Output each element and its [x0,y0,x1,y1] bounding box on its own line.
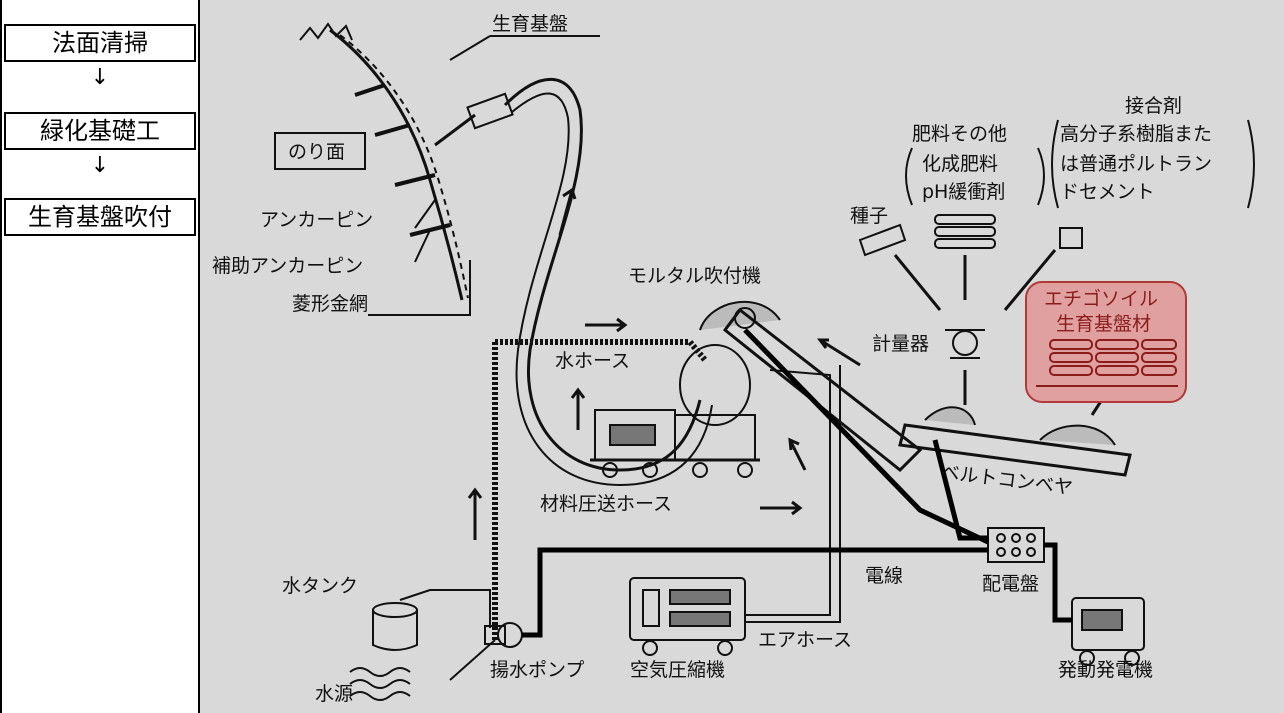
label-water-tank: 水タンク [282,575,358,597]
label-binder-title: 接合剤 [1125,95,1182,117]
label-water-source: 水源 [315,683,353,705]
flow-arrow-1: ↓ [90,65,110,90]
label-scale: 計量器 [872,333,929,355]
water-hose-line [495,339,708,362]
scale-icon [952,330,978,356]
label-anchor-pin: アンカーピン [260,209,373,231]
flow-arrow-2: ↓ [90,153,110,178]
spray-nozzle [466,92,514,130]
vegetation-icon [299,22,353,41]
label-highlight-1: エチゴソイル [1044,288,1158,310]
label-binder-3: ドセメント [1060,181,1155,203]
label-growth-base: 生育基盤 [492,13,568,35]
growth-base-layer [339,34,469,299]
label-mortar-sprayer: モルタル吹付機 [628,265,761,287]
mortar-mixer [679,344,751,426]
label-aux-anchor-pin: 補助アンカーピン [212,255,363,277]
label-fertilizer-1: 肥料その他 [912,123,1007,145]
label-cable: 電線 [865,565,903,587]
label-binder-2: は普通ポルトラン [1060,153,1212,175]
label-fertilizer-3: pH緩衝剤 [922,181,1005,203]
material-hose [503,77,702,472]
incline-conveyor [722,307,923,473]
label-wire-mesh: 菱形金網 [292,293,368,315]
label-material-hose: 材料圧送ホース [540,493,672,515]
flat-belt-conveyor [898,423,1132,477]
label-switchboard: 配電盤 [982,573,1039,595]
power-cable [522,547,988,638]
label-air-hose: エアホース [758,629,852,651]
binder-box-icon [1059,227,1083,249]
norimen-box [274,132,366,170]
step-greening-foundation: 緑化基礎工 [4,112,196,150]
seed-bag-icon [858,223,907,257]
anchor-pin-3 [394,173,436,187]
label-pump: 揚水ポンプ [490,659,584,681]
process-flow-column: 法面清掃 ↓ 緑化基礎工 ↓ 生育基盤吹付 [0,0,200,713]
material-bag-stack-icon [1036,339,1178,387]
label-slope: のり面 [288,141,345,163]
slope-line [329,28,464,301]
label-fertilizer-2: 化成肥料 [922,153,998,175]
highlight-material-box [1025,281,1187,403]
diagram-svg: 生育基盤 のり面 アンカーピン 補助アンカーピン 菱形金網 モルタル吹付機 水ホ… [212,13,1255,705]
label-generator: 発動発電機 [1058,659,1153,681]
mortar-pile [699,301,781,331]
label-highlight-2: 生育基盤材 [1056,313,1151,335]
label-compressor: 空気圧縮機 [630,659,725,681]
step-growth-base-spraying: 生育基盤吹付 [4,198,196,236]
fertilizer-stack-icon [934,214,996,249]
label-binder-1: 高分子系樹脂また [1060,123,1212,145]
anchor-pin-1 [354,83,386,97]
label-water-hose: 水ホース [555,350,630,372]
anchor-pin-2 [374,123,411,137]
air-compressor [629,577,746,641]
spraying-system-diagram: 生育基盤 のり面 アンカーピン 補助アンカーピン 菱形金網 モルタル吹付機 水ホ… [200,0,1284,713]
step-slope-cleaning: 法面清掃 [4,24,196,62]
engine-generator [1071,597,1145,651]
label-seed: 種子 [850,205,888,227]
water-source-icon [349,667,411,701]
